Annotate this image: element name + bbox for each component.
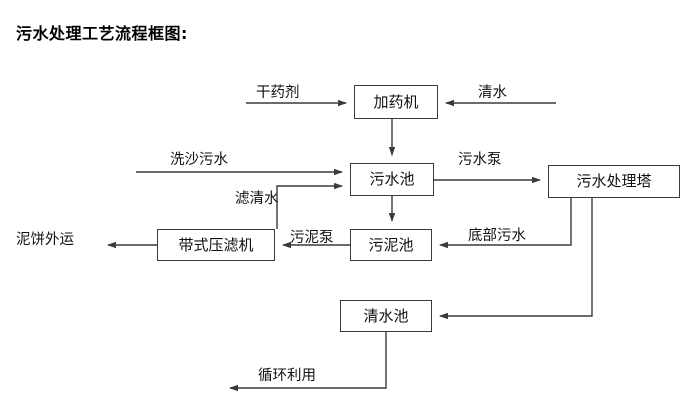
node-wastewater-pool[interactable]: 污水池 [350, 163, 434, 196]
edge-label-bottom-sewage: 底部污水 [468, 228, 526, 244]
node-dosing-machine-label: 加药机 [373, 92, 419, 111]
terminal-sand-wash-sewage: 洗沙污水 [170, 152, 228, 168]
node-sludge-pool[interactable]: 污泥池 [350, 229, 432, 261]
edge-label-sludge-pump: 污泥泵 [290, 230, 334, 246]
terminal-clean-water-in: 清水 [478, 85, 507, 101]
terminal-mud-cake-out: 泥饼外运 [16, 232, 74, 248]
node-sludge-pool-label: 污泥池 [368, 235, 414, 254]
node-belt-filter-press-label: 带式压滤机 [178, 235, 254, 254]
edge-label-sewage-pump: 污水泵 [458, 152, 502, 168]
page-title: 污水处理工艺流程框图: [16, 24, 188, 43]
edge-label-recycle-reuse: 循环利用 [258, 368, 316, 384]
node-treatment-tower-label: 污水处理塔 [576, 172, 652, 190]
node-wastewater-pool-label: 污水池 [369, 170, 415, 188]
node-clear-water-pool-label: 清水池 [363, 306, 409, 325]
node-belt-filter-press[interactable]: 带式压滤机 [157, 229, 275, 261]
edge-tower-to-clear-water [439, 198, 593, 320]
node-dosing-machine[interactable]: 加药机 [354, 85, 438, 119]
node-treatment-tower[interactable]: 污水处理塔 [548, 165, 680, 198]
node-clear-water-pool[interactable]: 清水池 [340, 300, 432, 332]
terminal-dry-chemical: 干药剂 [256, 85, 300, 101]
edge-label-filtered-clear-water: 滤清水 [235, 191, 279, 207]
edge-press-to-wastewater-pool [276, 182, 343, 229]
